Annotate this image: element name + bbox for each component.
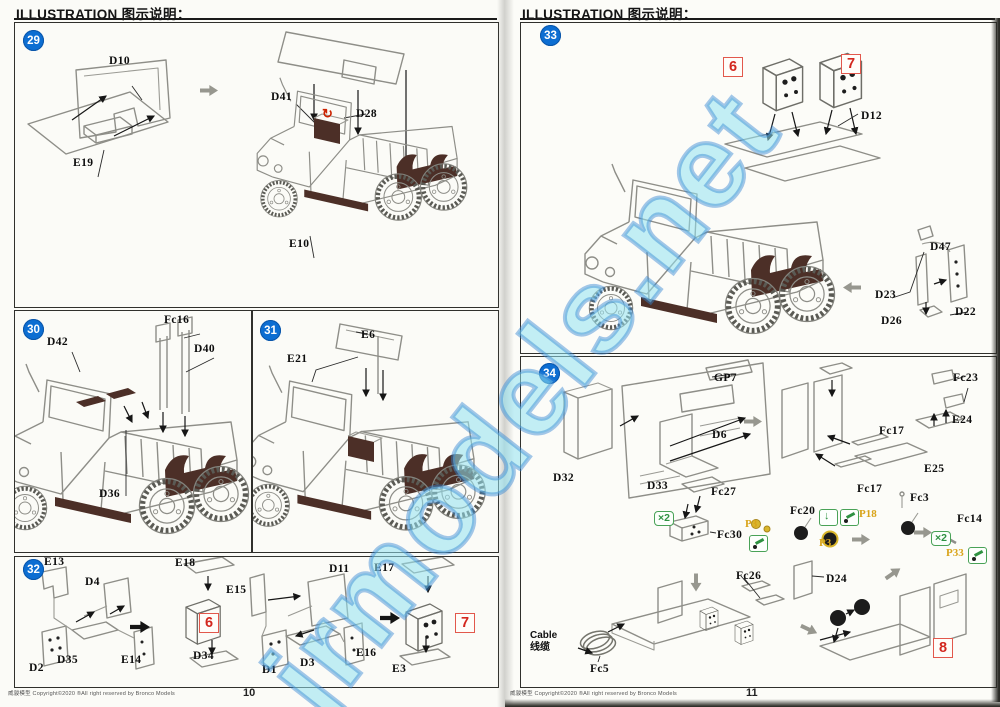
step-32-illustration	[41, 556, 455, 671]
page-seam-shadow	[497, 0, 514, 707]
page-title: ILLUSTRATION 图示说明：	[16, 7, 191, 22]
page-number: 10	[243, 687, 256, 699]
page-number: 11	[746, 687, 758, 699]
step-30-illustration	[14, 316, 250, 551]
scan-edge-shadow	[991, 18, 1000, 702]
page-title: ILLUSTRATION 图示说明：	[522, 7, 697, 22]
copyright-line: 威骏模型 Copyright©2020 ®All right reserved …	[510, 691, 677, 697]
scan-edge-shadow	[505, 699, 1000, 707]
step-29-illustration	[27, 31, 497, 259]
header-rule	[520, 18, 995, 20]
header-rule	[14, 18, 497, 20]
step-34-illustration	[563, 359, 969, 663]
step-33-illustration	[520, 52, 969, 352]
copyright-line: 威骏模型 Copyright©2020 ®All right reserved …	[8, 691, 175, 697]
step-31-illustration	[252, 323, 497, 551]
